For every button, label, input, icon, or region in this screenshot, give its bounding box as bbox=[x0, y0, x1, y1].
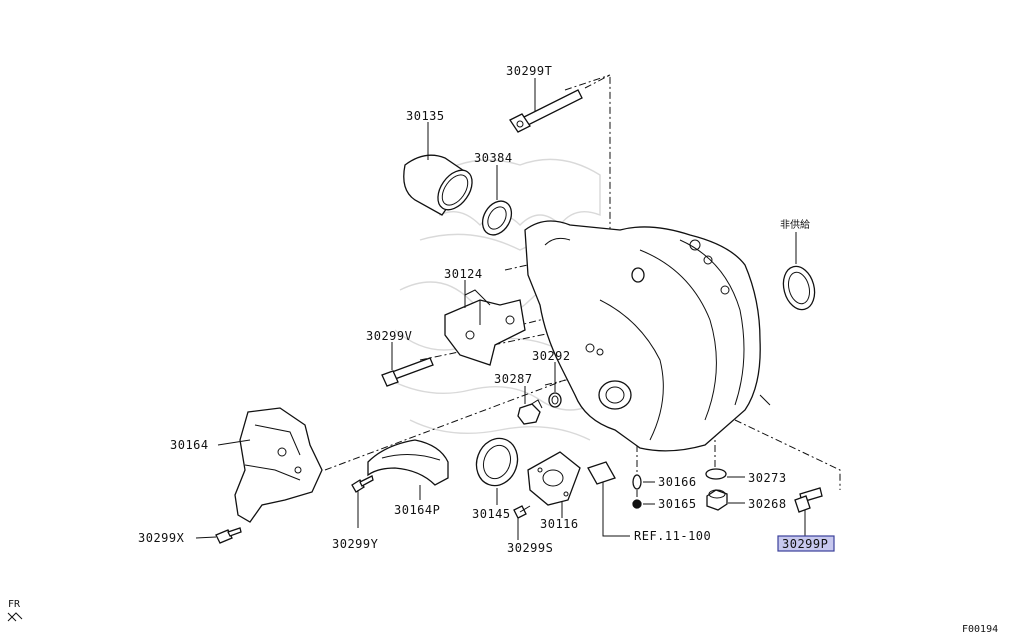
label-ref-11-100[interactable]: REF.11-100 bbox=[634, 529, 711, 543]
figure-code: F00194 bbox=[962, 624, 998, 635]
part-30124-bracket[interactable] bbox=[444, 289, 526, 366]
leader-ref bbox=[602, 482, 630, 537]
label-30299V[interactable]: 30299V bbox=[366, 329, 412, 343]
label-30166[interactable]: 30166 bbox=[658, 475, 697, 489]
part-30166-clip[interactable] bbox=[632, 474, 642, 490]
label-30299T[interactable]: 30299T bbox=[506, 64, 552, 78]
leader-30164 bbox=[217, 439, 251, 446]
label-30299X[interactable]: 30299X bbox=[138, 531, 185, 545]
transmission-case bbox=[524, 220, 771, 452]
label-30299S[interactable]: 30299S bbox=[507, 541, 553, 555]
part-nonsupply-seal[interactable] bbox=[779, 263, 819, 313]
label-30384[interactable]: 30384 bbox=[474, 151, 513, 165]
label-30273[interactable]: 30273 bbox=[748, 471, 787, 485]
part-30299P-bolt[interactable] bbox=[794, 487, 823, 513]
label-30145[interactable]: 30145 bbox=[472, 507, 511, 521]
part-30299X-screw[interactable] bbox=[215, 527, 242, 544]
label-30164P[interactable]: 30164P bbox=[394, 503, 440, 517]
label-30164[interactable]: 30164 bbox=[170, 438, 209, 452]
label-30292[interactable]: 30292 bbox=[532, 349, 571, 363]
label-30116[interactable]: 30116 bbox=[540, 517, 579, 531]
part-30384-seal[interactable] bbox=[477, 196, 518, 240]
part-30287-plug[interactable] bbox=[517, 399, 543, 425]
part-30164P-shield[interactable] bbox=[367, 439, 449, 486]
label-30268[interactable]: 30268 bbox=[748, 497, 787, 511]
part-30165-plug[interactable] bbox=[632, 499, 642, 509]
part-30299S-screw[interactable] bbox=[513, 505, 531, 519]
part-30145-seal[interactable] bbox=[470, 433, 524, 492]
label-nonsupply: 非供給 bbox=[780, 218, 810, 231]
part-30268-plug[interactable] bbox=[706, 489, 728, 511]
fr-label: FR bbox=[8, 599, 21, 610]
fr-arrow-icon bbox=[7, 612, 23, 622]
label-30299Y[interactable]: 30299Y bbox=[332, 537, 379, 551]
part-30292-washer[interactable] bbox=[548, 392, 562, 408]
part-30299V-bolt[interactable] bbox=[381, 357, 434, 387]
part-30299Y-screw[interactable] bbox=[351, 475, 374, 493]
part-30273-oring[interactable] bbox=[705, 468, 727, 480]
label-30165[interactable]: 30165 bbox=[658, 497, 697, 511]
label-30287[interactable]: 30287 bbox=[494, 372, 533, 386]
highlight-box-30299P[interactable] bbox=[777, 535, 835, 552]
label-30299P[interactable]: 30299P bbox=[782, 537, 828, 551]
label-30135[interactable]: 30135 bbox=[406, 109, 445, 123]
part-30299T-bolt[interactable] bbox=[509, 89, 583, 133]
part-30164-cover[interactable] bbox=[234, 407, 323, 523]
label-30124[interactable]: 30124 bbox=[444, 267, 483, 281]
part-30135-sleeve[interactable] bbox=[403, 154, 479, 216]
part-ref-sensor[interactable] bbox=[587, 461, 616, 485]
leader-30299X bbox=[195, 536, 217, 539]
part-30116-plate[interactable] bbox=[527, 451, 581, 506]
